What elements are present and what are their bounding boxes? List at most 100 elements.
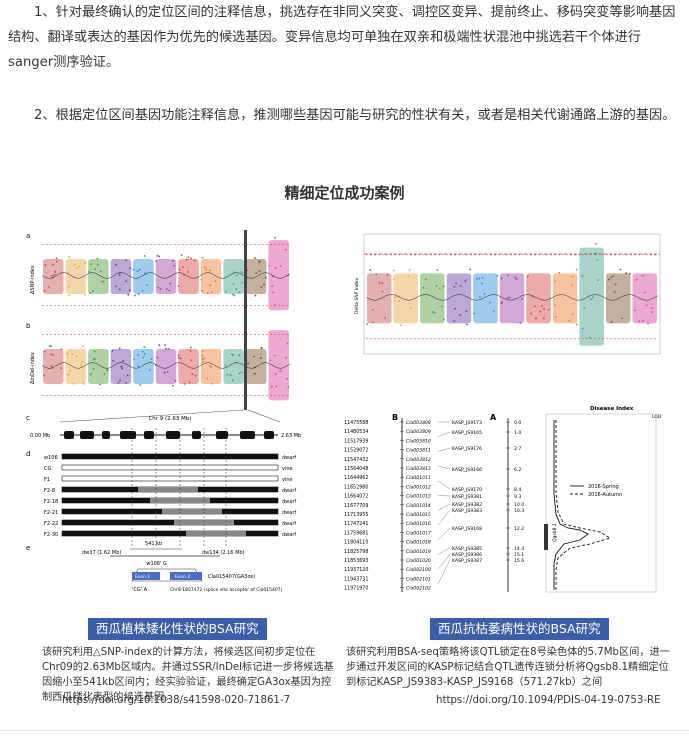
snp-point [500, 302, 503, 305]
snp-point [392, 269, 395, 272]
snp-point [596, 259, 599, 262]
snp-point [638, 320, 641, 323]
trend-line [365, 294, 659, 301]
label-b: B [392, 413, 398, 422]
chr-blob [65, 258, 87, 294]
snp-point [200, 278, 203, 281]
snp-point [190, 346, 192, 349]
snp-point [454, 307, 457, 310]
snp-point [172, 384, 174, 387]
lod-label: LOD [652, 414, 662, 420]
snp-point [384, 317, 387, 319]
connector-line [437, 503, 451, 511]
snp-point [201, 256, 204, 259]
snp-point [75, 267, 78, 270]
snp-point [581, 327, 584, 330]
chr-blob [268, 330, 289, 401]
snp-point [94, 268, 97, 271]
snp-point [642, 320, 644, 322]
snp-point [258, 260, 261, 263]
snp-point [539, 310, 542, 313]
zoom-line-right [247, 409, 281, 423]
snp-point [134, 294, 136, 297]
snp-point [102, 280, 105, 283]
snp-point [118, 379, 121, 382]
snp-point [459, 285, 462, 287]
qtl-label: Qgsb8.1 [552, 523, 558, 542]
snp-point [68, 294, 70, 297]
snp-point [644, 291, 646, 294]
genotype-name: F1 [44, 477, 50, 483]
snp-point [99, 270, 102, 273]
right-case-badge: 西瓜抗枯萎病性状的BSA研究 [430, 618, 609, 640]
snp-point [156, 254, 159, 257]
snp-point [155, 260, 158, 263]
snp-point [187, 256, 190, 258]
snp-point [378, 281, 381, 284]
kasp-label: KASP_JS9383 [452, 508, 482, 514]
snp-point [118, 347, 121, 350]
snp-point [258, 270, 261, 272]
snp-point [453, 320, 456, 322]
gene-marker-label: Cla001020 [406, 558, 431, 564]
chr-blob [65, 348, 87, 384]
connector-line [437, 431, 451, 437]
gene-marker-label: Cla001012 [406, 484, 431, 490]
panel-label-b: b [26, 322, 31, 330]
snp-point [394, 296, 397, 298]
snp-point [201, 354, 203, 357]
snp-point [177, 285, 180, 287]
genotype-name: F2-30 [44, 532, 58, 538]
snp-point [164, 347, 167, 350]
snp-point [274, 373, 277, 376]
snp-point [96, 263, 99, 266]
snp-cg: 'CG' A [132, 587, 148, 593]
snp-point [156, 356, 159, 359]
snp-point [180, 254, 183, 256]
snp-point [208, 269, 211, 272]
snp-point [621, 317, 623, 320]
connector-line [437, 547, 451, 555]
left-case-doi-link[interactable]: https://doi.org/10.1038/s41598-020-71861… [62, 695, 291, 706]
snp-point [133, 358, 136, 361]
position-label: 11747241 [344, 521, 368, 527]
snp-point [231, 293, 234, 296]
snp-point [94, 357, 96, 360]
snp-point [554, 280, 557, 283]
left-case-badge: 西瓜植株矮化性状的BSA研究 [88, 618, 267, 640]
gene-block [144, 431, 154, 439]
chr-label: Chr 9 (2.63 Mb) [148, 416, 191, 422]
snp-point [143, 352, 146, 355]
position-label: 11644962 [344, 475, 368, 481]
snp-point [82, 345, 84, 348]
snp-point [435, 285, 438, 287]
snp-point [625, 272, 628, 275]
right-case-doi-link[interactable]: https://doi.org/10.1094/PDIS-04-19-0753-… [436, 695, 661, 706]
panel-label-d: d [26, 450, 30, 458]
snp-point [247, 362, 249, 365]
snp-point [231, 379, 234, 382]
snp-point [143, 346, 146, 349]
snp-point [481, 276, 484, 279]
snp-point [44, 264, 47, 266]
snp-point [51, 274, 54, 277]
snp-point [224, 364, 227, 367]
chr-blob [223, 258, 244, 294]
snp-point [571, 313, 574, 316]
snp-point [179, 357, 182, 360]
position-label: 11517939 [344, 438, 368, 444]
snp-point [88, 270, 90, 273]
snp-point [287, 386, 290, 388]
phenotype-label: dwarf [282, 510, 296, 516]
snp-point [558, 271, 561, 274]
snp-point [83, 293, 86, 296]
chr-blob [88, 258, 109, 294]
snp-point [172, 260, 174, 262]
snp-point [92, 368, 95, 370]
chr-blob [88, 348, 109, 384]
right-case-description: 该研究利用BSA-seq策略将该QTL锁定在8号染色体的5.7Mb区间，进一步通… [346, 647, 670, 688]
snp-point [610, 276, 613, 279]
snp-point [597, 279, 600, 282]
snp-point [633, 309, 636, 312]
snp-point [254, 294, 257, 297]
